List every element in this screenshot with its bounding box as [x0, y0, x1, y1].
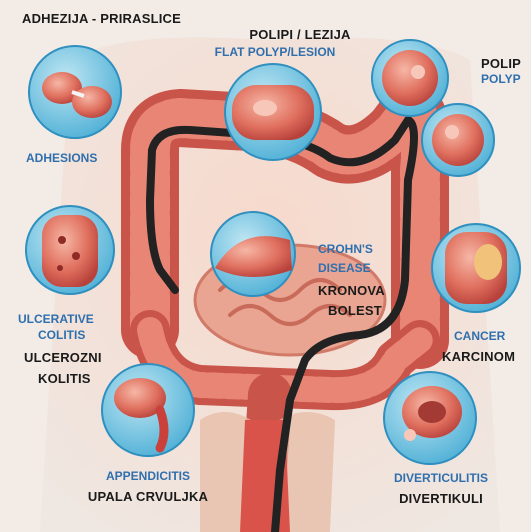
label-polyp-english: POLYP	[481, 73, 521, 85]
label-diverticulitis-english: DIVERTICULITIS	[394, 472, 488, 484]
label-cancer-english: CANCER	[454, 330, 505, 342]
label-adhesions-croatian: ADHEZIJA - PRIRASLICE	[22, 12, 181, 25]
label-adhesions-english: ADHESIONS	[26, 152, 97, 164]
label-crohns-english-2: DISEASE	[318, 262, 371, 274]
circle-polyp-lower	[422, 104, 494, 176]
circle-ulcerative-colitis	[26, 206, 114, 294]
circle-appendicitis	[102, 364, 194, 456]
label-appendicitis-english: APPENDICITIS	[106, 470, 190, 482]
circle-polyp-upper	[372, 40, 448, 116]
label-flat-polyp-english: FLAT POLYP/LESION	[215, 46, 336, 58]
circle-crohns	[211, 212, 295, 296]
label-polyp-croatian: POLIP	[481, 57, 521, 70]
label-crohns-croatian-2: BOLEST	[328, 304, 382, 317]
circle-adhesions	[29, 46, 121, 138]
label-diverticulitis-croatian: DIVERTIKULI	[399, 492, 483, 505]
label-crohns-english-1: CROHN'S	[318, 243, 373, 255]
label-ulcerative-croatian-1: ULCEROZNI	[24, 351, 102, 364]
label-appendicitis-croatian: UPALA CRVULJKA	[88, 490, 208, 503]
label-ulcerative-croatian-2: KOLITIS	[38, 372, 91, 385]
label-ulcerative-english-2: COLITIS	[38, 329, 85, 341]
circle-flat-polyp	[225, 64, 321, 160]
label-cancer-croatian: KARCINOM	[442, 350, 515, 363]
circle-diverticulitis	[384, 372, 476, 464]
label-polyps-croatian: POLIPI / LEZIJA	[249, 28, 350, 41]
label-crohns-croatian-1: KRONOVA	[318, 284, 385, 297]
label-ulcerative-english-1: ULCERATIVE	[18, 313, 94, 325]
circle-cancer	[432, 224, 520, 312]
